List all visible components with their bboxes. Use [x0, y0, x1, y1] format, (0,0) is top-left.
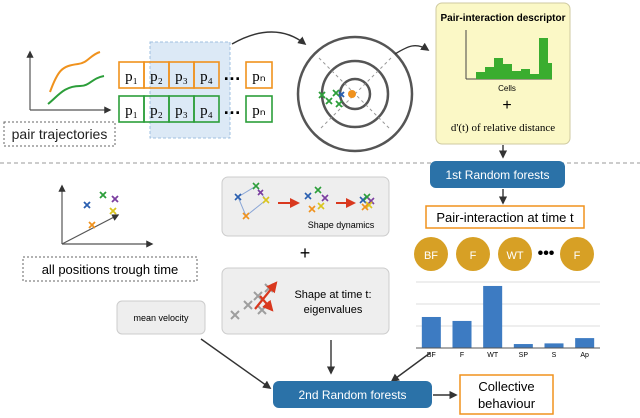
orange-box-p1: p₁	[125, 69, 138, 85]
pair-interaction-time-box	[425, 205, 585, 229]
second-random-forests-label: 2nd Random forests	[298, 388, 406, 402]
bar-s	[544, 343, 564, 348]
tick-label-sp: SP	[519, 352, 529, 359]
green-box-p4: p₄	[200, 103, 213, 119]
shape-at-time-label-2: eigenvalues	[304, 304, 363, 316]
all-positions-plot	[58, 184, 154, 248]
green-trajectory	[47, 75, 105, 105]
circle-ellipsis: •••	[538, 245, 555, 262]
tick-label-ap: Ap	[580, 352, 589, 359]
collective-behaviour-label-2: behaviour	[478, 396, 536, 411]
tick-label-wt: WT	[487, 352, 499, 359]
focal-cell-dot	[348, 90, 356, 98]
orange-box-pn: pₙ	[252, 69, 266, 85]
tick-label-f: F	[460, 352, 464, 359]
pair-trajectories-label: pair trajectories	[12, 126, 108, 142]
arrow-to-target	[231, 31, 307, 46]
circle-label-f: F	[470, 250, 477, 262]
pair-trajectory-plot	[26, 50, 112, 114]
descriptor-histogram	[465, 30, 552, 80]
pair-interaction-time-label: Pair-interaction at time t	[436, 210, 574, 225]
first-random-forests-box	[430, 161, 565, 188]
shape-dynamics-illustration	[234, 182, 375, 220]
orange-position-row: p₁ p₂ p₃ p₄ … pₙ	[118, 61, 273, 89]
tick-label-bf: BF	[427, 352, 436, 359]
circle-label-f-last: F	[574, 250, 581, 262]
orange-box-p4: p₄	[200, 69, 213, 85]
mid-plus: +	[300, 243, 311, 263]
shape-at-time-box	[221, 267, 390, 335]
all-positions-label: all positions trough time	[42, 262, 179, 277]
sliding-window-highlight	[149, 41, 231, 139]
pair-trajectories-box	[3, 121, 116, 147]
bar-wt	[483, 285, 503, 348]
all-positions-box	[22, 256, 198, 282]
arrow-to-descriptor	[394, 42, 430, 55]
bar-bf	[421, 316, 441, 348]
eigenvalue-illustration	[230, 281, 278, 320]
orange-row-ellipsis: …	[223, 64, 241, 84]
orange-box-p3: p₃	[175, 69, 188, 85]
green-box-p3: p₃	[175, 103, 188, 119]
mean-velocity-box	[116, 300, 206, 335]
descriptor-plus: +	[502, 97, 511, 114]
orange-trajectory	[49, 51, 101, 93]
collective-behaviour-box	[459, 374, 554, 415]
tick-label-s: S	[552, 352, 557, 359]
descriptor-title: Pair-interaction descriptor	[440, 13, 565, 24]
green-box-p1: p₁	[125, 103, 138, 119]
green-position-row: p₁ p₂ p₃ p₄ … pₙ	[118, 95, 273, 123]
descriptor-cells-label: Cells	[498, 84, 516, 93]
shape-at-time-label-1: Shape at time t:	[294, 289, 371, 301]
orange-box-p2: p₂	[150, 69, 163, 85]
concentric-neighbourhood-target	[296, 35, 414, 153]
descriptor-distance-label: d'(t) of relative distance	[451, 122, 555, 134]
green-box-pn: pₙ	[252, 103, 266, 119]
bar-f	[452, 320, 472, 348]
first-random-forests-label: 1st Random forests	[445, 168, 549, 182]
class-circles: BF F WT F •••	[414, 237, 594, 271]
shape-dynamics-box	[221, 176, 390, 237]
second-random-forests-box	[273, 381, 432, 408]
bar-ap	[575, 338, 595, 348]
bar-sp	[513, 344, 533, 348]
green-box-p2: p₂	[150, 103, 163, 119]
circle-label-wt: WT	[506, 250, 523, 262]
shape-dynamics-label: Shape dynamics	[308, 220, 375, 230]
green-row-ellipsis: …	[223, 98, 241, 118]
mean-velocity-label: mean velocity	[133, 313, 189, 323]
class-probability-bar-chart: BF F WT SP S Ap	[416, 281, 600, 359]
collective-behaviour-label-1: Collective	[478, 379, 534, 394]
circle-label-bf: BF	[424, 250, 438, 262]
